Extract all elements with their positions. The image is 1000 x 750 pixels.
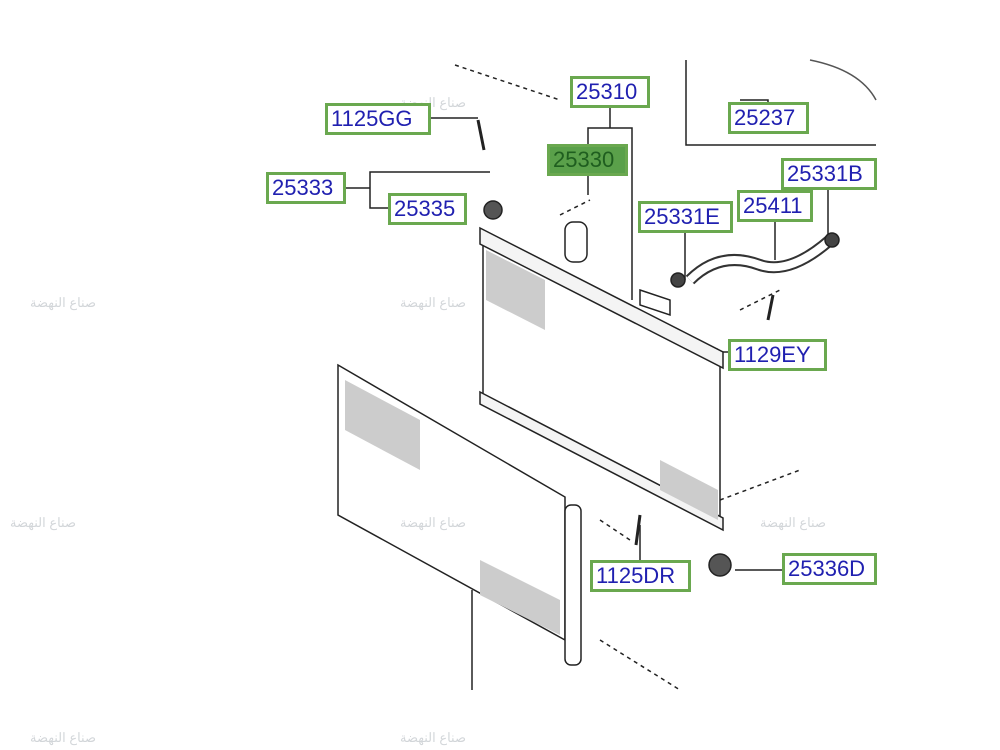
part-label-1125GG[interactable]: 1125GG: [325, 103, 431, 135]
part-label-25331E[interactable]: 25331E: [638, 201, 733, 233]
part-label-25330[interactable]: 25330: [547, 144, 628, 176]
watermark-text: صناع النهضة: [30, 295, 97, 310]
part-label-25333[interactable]: 25333: [266, 172, 346, 204]
part-label-25336D[interactable]: 25336D: [782, 553, 877, 585]
condenser: [337, 363, 582, 666]
part-label-25411[interactable]: 25411: [737, 190, 813, 222]
panel-outline: [685, 60, 876, 146]
part-label-25237[interactable]: 25237: [728, 102, 809, 134]
part-label-25335[interactable]: 25335: [388, 193, 467, 225]
part-label-25310[interactable]: 25310: [570, 76, 650, 108]
watermark-text: صناع النهضة: [10, 515, 77, 530]
part-label-1129EY[interactable]: 1129EY: [728, 339, 827, 371]
radiator: [479, 221, 724, 532]
part-label-1125DR[interactable]: 1125DR: [590, 560, 691, 592]
part-label-25331B[interactable]: 25331B: [781, 158, 877, 190]
watermark-text: صناع النهضة: [400, 295, 467, 310]
watermark-text: صناع النهضة: [30, 730, 97, 745]
watermark-text: صناع النهضة: [400, 515, 467, 530]
watermark-text: صناع النهضة: [400, 730, 467, 745]
watermark-text: صناع النهضة: [760, 515, 827, 530]
